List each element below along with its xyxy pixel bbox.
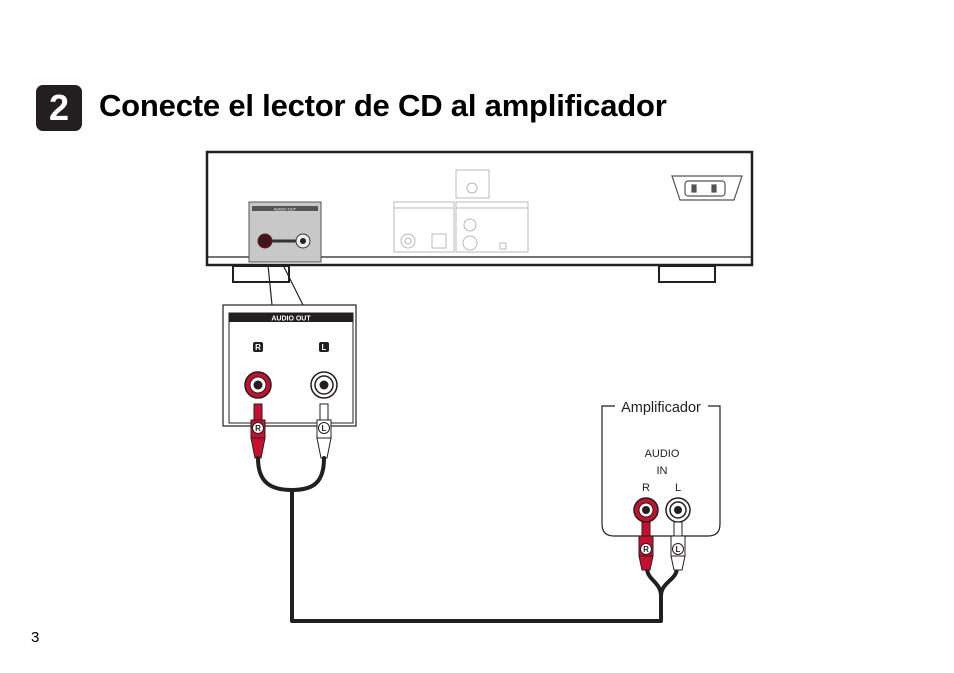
page-number: 3 <box>31 629 40 646</box>
rca-plug-r-player <box>250 403 266 459</box>
player-foot-left <box>232 265 290 283</box>
audio-out-section-highlight <box>248 201 322 263</box>
amplifier-input-in-label: IN <box>657 465 668 477</box>
zoom-audio-out-label: AUDIO OUT <box>271 316 311 323</box>
cd-player-rear-panel: AUDIO OUT <box>205 150 754 283</box>
rear-audio-out-label: AUDIO OUT <box>274 207 297 212</box>
ac-inlet <box>671 175 743 201</box>
amplifier-jack-l <box>665 497 691 523</box>
amplifier-jack-l-label: L <box>675 482 681 494</box>
rca-plug-l-player <box>316 403 332 459</box>
audio-out-zoom-callout: AUDIO OUT R L <box>222 264 357 427</box>
player-foot-right <box>658 265 716 283</box>
zoom-jack-l <box>310 371 338 399</box>
amplifier-jack-r-label: R <box>642 482 650 494</box>
amplifier-plug-r-label: R <box>643 545 649 554</box>
player-plug-r-label: R <box>255 424 261 433</box>
amplifier-input-audio-label: AUDIO <box>645 448 680 460</box>
amplifier: Amplificador AUDIO IN R L <box>601 400 721 537</box>
audio-cable <box>256 456 679 623</box>
zoom-jack-r-label: R <box>255 343 261 352</box>
zoom-jack-l-label: L <box>322 343 327 352</box>
player-plug-l-label: L <box>322 424 327 433</box>
rca-plug-l-amplifier <box>670 521 686 571</box>
step-number-badge: 2 <box>36 85 82 131</box>
amplifier-jack-r <box>633 497 659 523</box>
rca-plug-r-amplifier <box>638 521 654 571</box>
page-title: Conecte el lector de CD al amplificador <box>99 88 667 123</box>
zoom-jack-r <box>244 371 272 399</box>
digital-out-panel <box>393 169 529 253</box>
amplifier-plug-l-label: L <box>676 545 681 554</box>
amplifier-label: Amplificador <box>621 400 701 416</box>
